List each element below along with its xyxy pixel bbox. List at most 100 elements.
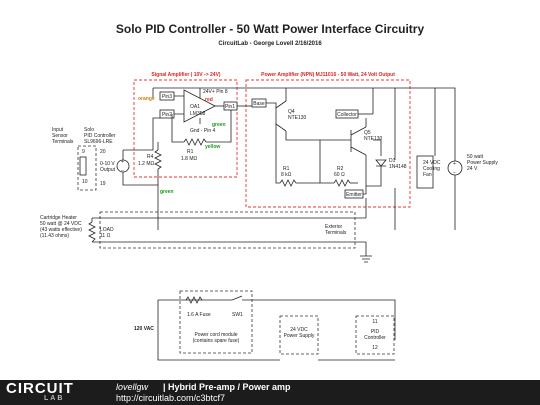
psu50-label-2: Power Supply	[467, 160, 498, 166]
r1-amp-value: 1.8 MΩ	[181, 156, 198, 162]
psu50-wires	[435, 87, 456, 230]
fan-label-3: Fan	[423, 172, 432, 178]
r1-pwr-left-wire	[275, 129, 280, 184]
r4-value: 1.2 MΩ	[138, 161, 155, 167]
load-resistor	[88, 221, 96, 243]
footer-username[interactable]: lovellgw	[116, 382, 149, 392]
pid-label-2: Controller	[364, 335, 386, 341]
source-plus: +	[121, 159, 124, 165]
q4-name: Q4	[288, 109, 295, 115]
feedback-wire-right	[206, 110, 232, 143]
base-to-q4-wire	[266, 102, 277, 129]
r1-power-value: 8 kΩ	[281, 172, 292, 178]
q4-emitter-wire	[285, 131, 351, 141]
exterior-label-1: Exterior	[325, 224, 343, 230]
pin-20: 20	[100, 149, 106, 155]
collector-label: Collector	[337, 112, 357, 118]
fuse-label: 1.6 A Fuse	[187, 312, 211, 318]
pin2-label: Pin2	[162, 112, 172, 118]
psu24-box	[279, 315, 319, 355]
footer-url-link[interactable]: http://circuitlab.com/c3btcf7	[116, 393, 226, 403]
schematic-title: Solo PID Controller - 50 Watt Power Inte…	[116, 22, 425, 36]
resistor-r1-power	[279, 179, 297, 187]
circuitlab-logo-text: CIRCUIT	[6, 380, 74, 397]
transistor-q4	[275, 88, 287, 132]
opamp-oa1-symbol	[183, 89, 216, 123]
pin1-label: Pin1	[225, 104, 235, 110]
heater-label-4: (11.43 ohms)	[40, 233, 69, 239]
heater-label-2: 50 watt @ 24 VDC	[40, 221, 82, 227]
source-minus: −	[121, 168, 124, 174]
psu50-label-3: 24 V	[467, 166, 478, 172]
switch-sw1	[231, 295, 243, 301]
input-sensor-label-1: Input	[52, 127, 64, 133]
fan-symbol	[416, 155, 434, 189]
d1-name: D1	[389, 158, 396, 164]
q5-name: Q5	[364, 130, 371, 136]
psu24-label-2: Power Supply	[284, 333, 315, 339]
r1-power-name: R1	[283, 166, 290, 172]
input-sensor-label-3: Terminals	[52, 139, 74, 145]
pin-10: 10	[82, 179, 88, 185]
wire-label-yellow: yellow	[205, 144, 220, 150]
pid-label-1: PID	[371, 329, 380, 335]
wire-label-green-opamp: green	[212, 122, 226, 128]
wire-label-red: red	[205, 97, 213, 103]
opamp-gnd-label: Gnd - Pin 4	[190, 128, 216, 134]
ac-top-wire	[158, 299, 396, 340]
feedback-wire-left	[171, 114, 184, 143]
load-value: 11 Ω	[100, 233, 111, 239]
output-voltage-label-1: 0-10 V	[100, 161, 115, 167]
diode-d1	[375, 159, 387, 167]
power-amplifier-label: Power Amplifier (NPN) MJ11016 - 50 Watt,…	[261, 72, 395, 78]
r1-amp-name: R1	[187, 149, 194, 155]
q4-model: NTE130	[288, 115, 307, 121]
exterior-label-2: Terminals	[325, 230, 347, 236]
resistor-r4	[154, 149, 162, 170]
input-sensor-label-2: Sensor	[52, 133, 68, 139]
psu24-label-1: 24 VDC	[290, 327, 308, 333]
heater-label-1: Cartridge Heater	[40, 215, 77, 221]
solo-label-1: Solo	[84, 127, 94, 133]
footer-circuit-title: | Hybrid Pre-amp / Power amp	[163, 382, 291, 392]
power-cord-module-box	[179, 290, 253, 354]
power-cord-label-1: Power cord module	[194, 332, 237, 338]
solo-input-terminal-box	[77, 145, 97, 191]
input-sensor-element	[79, 156, 87, 176]
ground-symbol	[360, 255, 372, 263]
footer-bar: CIRCUIT LAB lovellgw | Hybrid Pre-amp / …	[0, 380, 540, 405]
pid-pin11: 11	[372, 319, 377, 325]
signal-amplifier-box	[133, 79, 238, 178]
r4-name: R4	[147, 154, 154, 160]
r2-value: 60 Ω	[334, 172, 345, 178]
pin3-label: Pin3	[162, 94, 172, 100]
solo-label-2: PID Controller	[84, 133, 116, 139]
psu50-label-1: 50 watt	[467, 154, 484, 160]
output-voltage-label-2: Output	[100, 167, 116, 173]
power-amplifier-box	[245, 79, 411, 208]
opamp-model: LM358	[190, 111, 206, 117]
switch-label: SW1	[232, 312, 243, 318]
opamp-name: OA1	[190, 104, 200, 110]
source-wires	[122, 150, 158, 186]
transistor-q5	[350, 126, 367, 156]
psu-minus: −	[453, 170, 456, 176]
pid-controller-box	[355, 315, 395, 355]
emitter-label: Emitter	[346, 192, 362, 198]
resistor-r2	[333, 179, 351, 187]
vac-label: 120 VAC	[134, 326, 154, 332]
load-rails	[92, 217, 366, 243]
feedback-resistor-r1	[183, 138, 207, 146]
fuse-symbol	[185, 296, 203, 304]
pin-19: 19	[100, 181, 106, 187]
opamp-vplus-label: 24V+ Pin 8	[203, 89, 228, 95]
signal-amplifier-label: Signal Amplifier ( 10V -> 24V)	[151, 72, 220, 78]
pin-9: 9	[82, 149, 85, 155]
r2-name: R2	[337, 166, 344, 172]
exterior-terminal-region	[99, 211, 356, 249]
q5-model: NTE130	[364, 136, 383, 142]
orange-wire	[123, 117, 160, 151]
schematic-subtitle: CircuitLab - George Lovell 2/16/2016	[218, 41, 322, 47]
heater-label-3: (43 watts effective)	[40, 227, 82, 233]
